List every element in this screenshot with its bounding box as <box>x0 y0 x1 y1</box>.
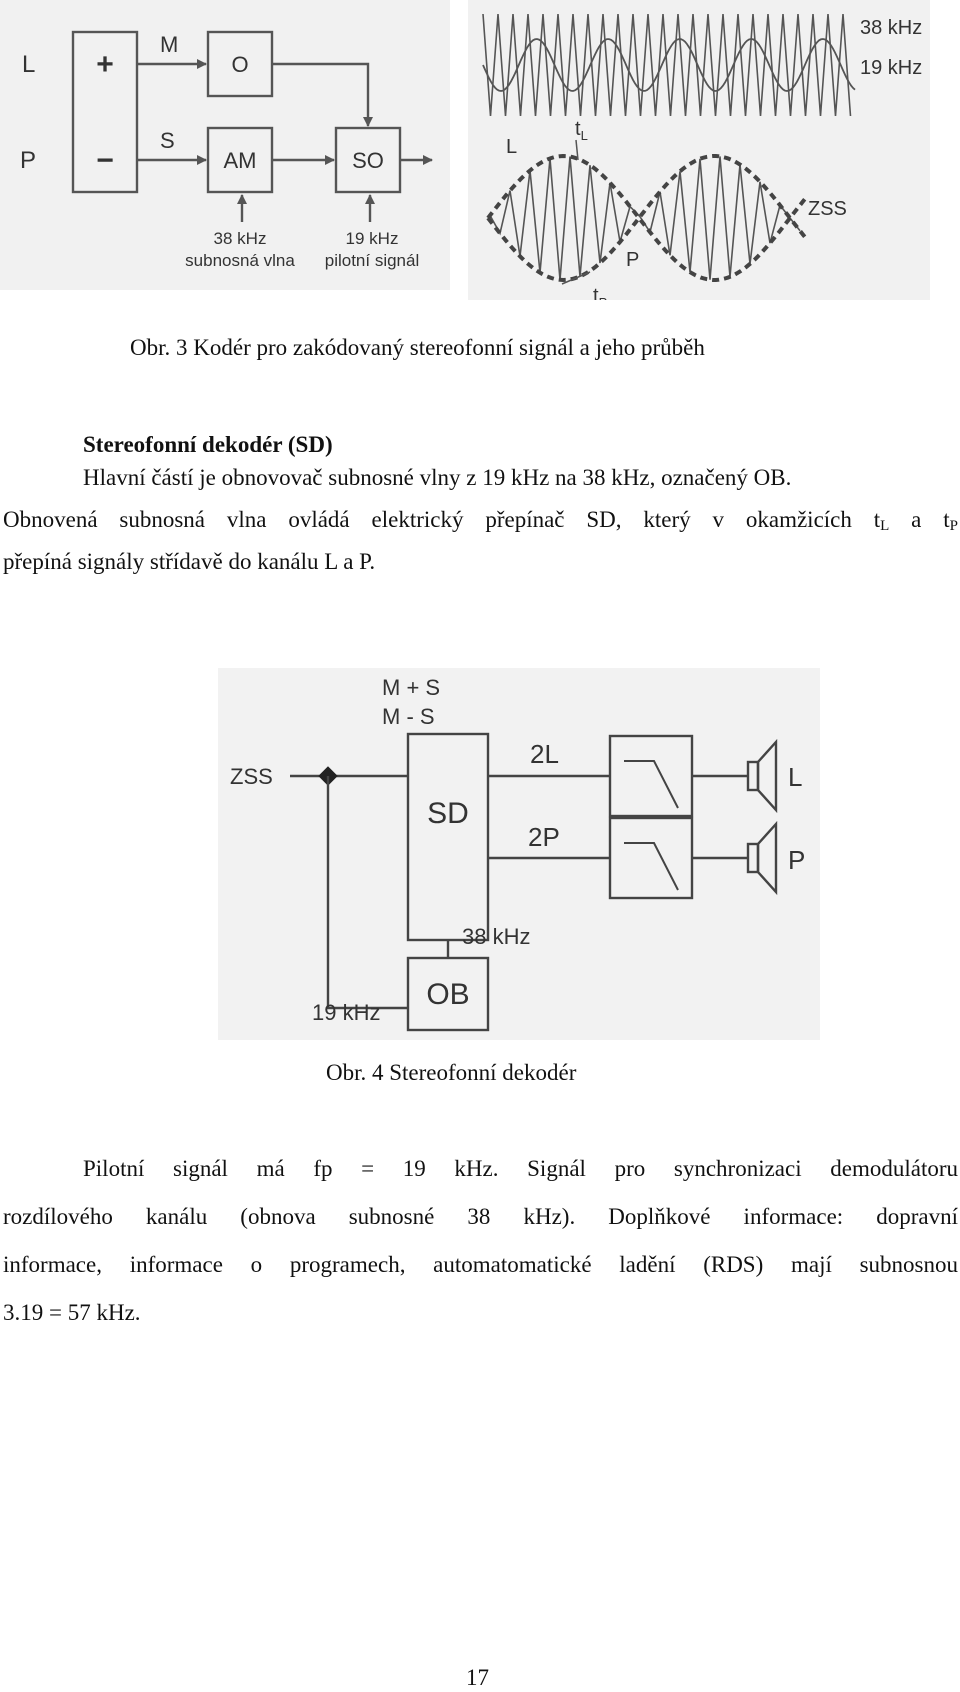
block-so-label: SO <box>352 148 384 173</box>
speaker-l-label: L <box>788 762 802 792</box>
decoder-diagram-background <box>218 668 820 1040</box>
speaker-l-icon <box>746 738 778 814</box>
label-p: P <box>626 249 639 271</box>
label-19khz: 19 kHz <box>312 1000 380 1025</box>
paragraph-1-line-1: Hlavní částí je obnovovač subnosné vlny … <box>83 465 792 490</box>
paragraph-2-line-3: informace, informace o programech, autom… <box>3 1252 958 1277</box>
label-m-minus-s: M - S <box>382 704 435 729</box>
speaker-p-icon <box>746 820 778 896</box>
o-to-so-line <box>272 62 373 127</box>
pilot-name-label: pilotní signál <box>325 251 420 270</box>
label-38khz: 38 kHz <box>462 924 530 949</box>
block-o-label: O <box>231 52 248 77</box>
carrier-freq-label: 38 kHz <box>214 229 267 248</box>
matrix-block <box>71 30 139 194</box>
input-left-label: L <box>22 51 35 78</box>
paragraph-1-line-2: Obnovená subnosná vlna ovládá elektrický… <box>3 507 958 534</box>
paragraph-1-line-3: přepíná signály střídavě do kanálu L a P… <box>3 549 376 574</box>
pilot-freq-label: 19 kHz <box>346 229 399 248</box>
paragraph-2-line-4: 3.19 = 57 kHz. <box>3 1300 141 1325</box>
waveform-background <box>468 0 930 300</box>
block-sd-label: SD <box>427 797 469 830</box>
speaker-p-label: P <box>788 845 805 875</box>
label-m-plus-s: M + S <box>382 675 440 700</box>
filter-l-curve <box>624 760 679 809</box>
figure-3-caption: Obr. 3 Kodér pro zakódovaný stereofonní … <box>130 335 705 360</box>
label-2l: 2L <box>530 739 559 769</box>
tl-pointer <box>575 139 579 161</box>
pilot-19khz-wave <box>482 38 856 92</box>
figure-4-caption: Obr. 4 Stereofonní dekodér <box>326 1060 577 1085</box>
figure-4: M + S M - S ZSS SD 2L 2P L P 38 kHz 19 k… <box>218 668 820 1040</box>
section-heading: Stereofonní dekodér (SD) <box>83 432 333 457</box>
block-ob-label: OB <box>426 978 469 1011</box>
carrier-name-label: subnosná vlna <box>185 251 295 270</box>
pilot-feed-line <box>326 776 408 1010</box>
filter-p-curve <box>624 842 679 891</box>
encoder-block-diagram <box>71 30 433 222</box>
envelope-right <box>486 154 808 283</box>
plus-sign: + <box>96 48 114 81</box>
label-zss: ZSS <box>808 198 847 220</box>
label-zss: ZSS <box>230 764 273 789</box>
label-tl: tL <box>575 118 588 143</box>
block-am-label: AM <box>224 148 257 173</box>
minus-sign: − <box>96 144 114 177</box>
sum-label: M <box>160 32 178 57</box>
paragraph-2-line-1: Pilotní signál má fp = 19 kHz. Signál pr… <box>83 1156 958 1181</box>
label-2p: 2P <box>528 822 560 852</box>
envelope-left <box>486 153 808 282</box>
label-19khz: 19 kHz <box>860 57 922 79</box>
diff-label: S <box>160 128 175 153</box>
paragraph-2-line-2: rozdílového kanálu (obnova subnosné 38 k… <box>3 1204 958 1229</box>
label-l: L <box>506 136 517 158</box>
label-38khz: 38 kHz <box>860 17 922 39</box>
label-tp: tP <box>593 285 607 300</box>
figure-3: L P + − M S O AM SO 38 kHz subnosná vlna… <box>0 0 930 300</box>
tp-pointer <box>561 271 591 285</box>
carrier-38khz-wave <box>482 13 852 117</box>
encoder-diagram-background <box>0 0 450 290</box>
input-right-label: P <box>20 147 36 174</box>
page-number: 17 <box>466 1665 489 1690</box>
